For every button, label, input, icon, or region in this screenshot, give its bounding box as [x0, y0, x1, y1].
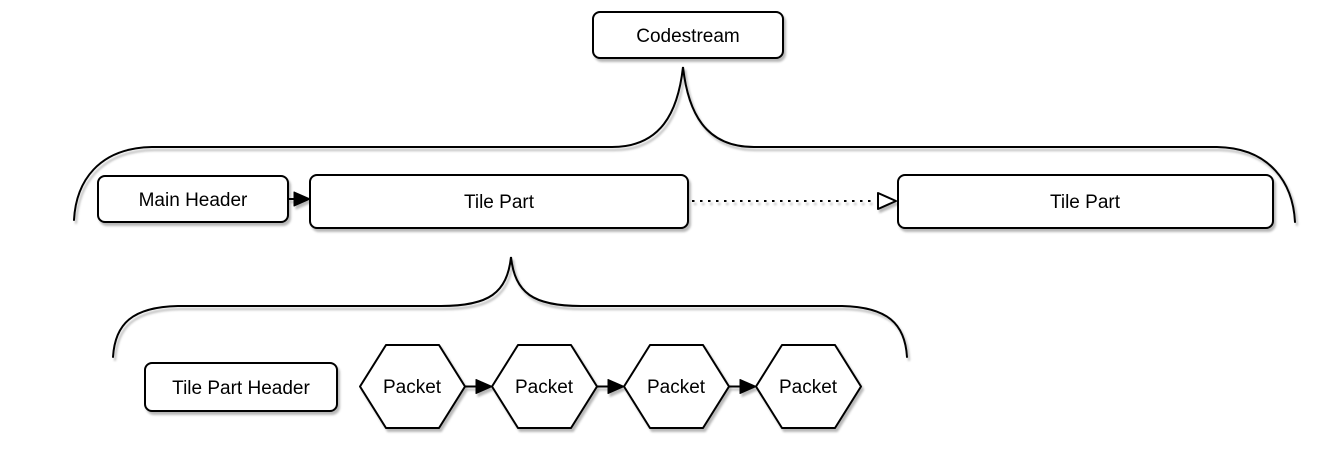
- tile-part-header-label: Tile Part Header: [172, 378, 310, 399]
- main-header-label: Main Header: [139, 190, 248, 211]
- packet-2-label: Packet: [515, 377, 574, 398]
- filled-arrowhead-icon: [293, 191, 311, 207]
- filled-arrowhead-icon: [739, 379, 757, 394]
- tile-part-header-box: [144, 362, 338, 412]
- codestream-brace: [73, 66, 1296, 223]
- tile-part-1-label: Tile Part: [464, 192, 535, 213]
- dotted-arrow-tile-part-to-tile-part: [692, 192, 897, 210]
- tile-part-2-label: Tile Part: [1050, 192, 1121, 213]
- arrow-packet-2-to-packet-3: [597, 379, 625, 394]
- codestream-box: [592, 11, 784, 59]
- open-arrowhead-icon: [877, 192, 897, 210]
- tile-part-brace: [112, 256, 908, 358]
- tile-part-1-box: [309, 174, 689, 229]
- arrow-main-header-to-tile-part: [288, 191, 311, 207]
- filled-arrowhead-icon: [475, 379, 493, 394]
- packet-1-label: Packet: [383, 377, 442, 398]
- packet-4-label: Packet: [779, 377, 838, 398]
- arrow-packet-3-to-packet-4: [729, 379, 757, 394]
- filled-arrowhead-icon: [607, 379, 625, 394]
- tile-part-2-box: [897, 174, 1274, 229]
- packet-3-label: Packet: [647, 377, 706, 398]
- arrow-packet-1-to-packet-2: [465, 379, 493, 394]
- packet-4-hexagon: [755, 344, 862, 429]
- codestream-label: Codestream: [636, 26, 740, 47]
